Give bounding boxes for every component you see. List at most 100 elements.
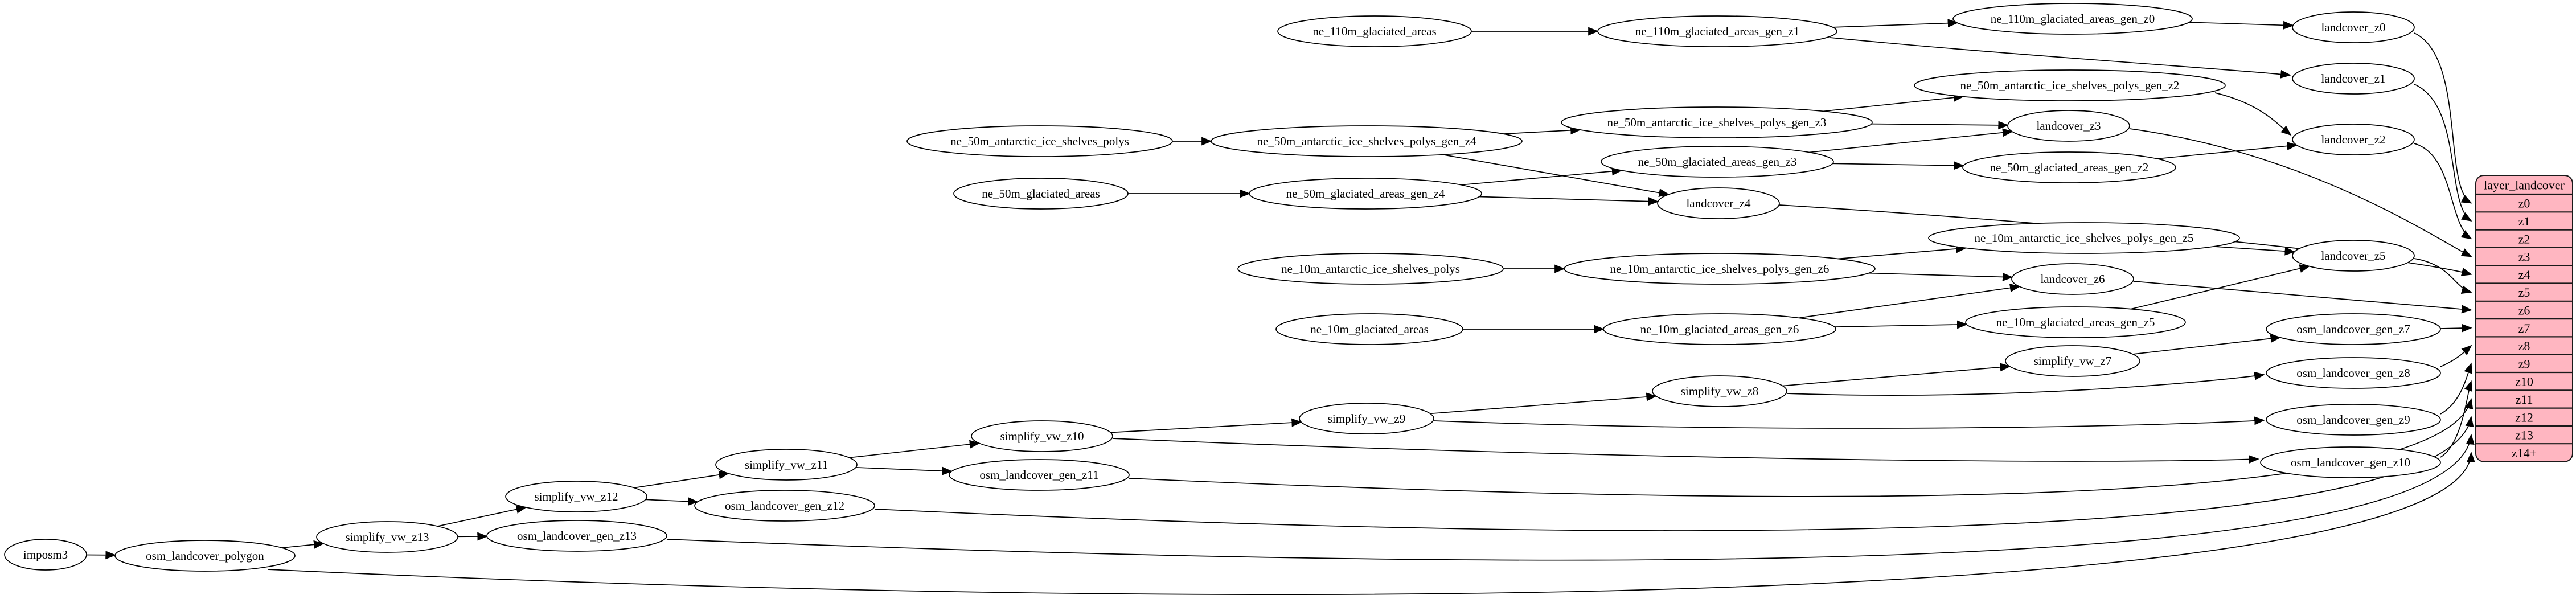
node-label-simplify_vw_z8: simplify_vw_z8 — [1681, 384, 1759, 398]
node-ellipse-simplify_vw_z11 — [715, 449, 858, 481]
node-osm_landcover_gen_z13: osm_landcover_gen_z13 — [486, 520, 667, 552]
node-osm_landcover_gen_z10: osm_landcover_gen_z10 — [2260, 446, 2441, 478]
node-ellipse-osm_landcover_polygon — [114, 540, 296, 572]
node-label-landcover_z3: landcover_z3 — [2036, 119, 2101, 133]
node-osm_landcover_gen_z11: osm_landcover_gen_z11 — [949, 459, 1130, 491]
node-label-imposm3: imposm3 — [23, 548, 68, 561]
node-ne_50m_glaciated_areas_gen_z2: ne_50m_glaciated_areas_gen_z2 — [1962, 151, 2176, 183]
node-label-ne_50m_antarctic_ice_shelves_polys: ne_50m_antarctic_ice_shelves_polys — [950, 134, 1129, 148]
edge-ne_10m_antarctic_ice_shelves_polys_gen_z6->ne_10m_antarctic_ice_shelves_polys_gen_z5 — [1837, 244, 1967, 260]
node-landcover_z0: landcover_z0 — [2292, 11, 2415, 43]
node-ellipse-ne_10m_antarctic_ice_shelves_polys_gen_z5 — [1928, 222, 2240, 254]
node-simplify_vw_z11: simplify_vw_z11 — [715, 449, 858, 481]
node-label-ne_10m_antarctic_ice_shelves_polys: ne_10m_antarctic_ice_shelves_polys — [1281, 262, 1460, 276]
node-osm_landcover_gen_z8: osm_landcover_gen_z8 — [2266, 357, 2441, 389]
node-ellipse-osm_landcover_gen_z13 — [486, 520, 667, 552]
node-ne_10m_antarctic_ice_shelves_polys_gen_z5: ne_10m_antarctic_ice_shelves_polys_gen_z… — [1928, 222, 2240, 254]
node-ellipse-ne_50m_antarctic_ice_shelves_polys — [906, 125, 1173, 157]
node-label-ne_50m_glaciated_areas: ne_50m_glaciated_areas — [982, 187, 1100, 200]
edge-simplify_vw_z10->simplify_vw_z9 — [1110, 418, 1303, 433]
node-ne_110m_glaciated_areas_gen_z0: ne_110m_glaciated_areas_gen_z0 — [1952, 3, 2193, 35]
edge-simplify_vw_z12->simplify_vw_z11 — [634, 470, 730, 489]
node-label-ne_10m_glaciated_areas_gen_z6: ne_10m_glaciated_areas_gen_z6 — [1640, 322, 1799, 336]
node-simplify_vw_z13: simplify_vw_z13 — [316, 521, 458, 553]
node-ne_10m_antarctic_ice_shelves_polys_gen_z6: ne_10m_antarctic_ice_shelves_polys_gen_z… — [1564, 253, 1876, 285]
table-row-z2: z2 — [2518, 232, 2530, 246]
table-row-z11: z11 — [2516, 392, 2533, 407]
edge-ne_50m_antarctic_ice_shelves_polys_gen_z4->ne_50m_antarctic_ice_shelves_polys_gen_z3 — [1503, 126, 1581, 135]
edge-osm_landcover_gen_z9->z9 — [2440, 362, 2472, 415]
node-label-ne_10m_antarctic_ice_shelves_polys_gen_z5: ne_10m_antarctic_ice_shelves_polys_gen_z… — [1975, 231, 2194, 245]
nodes-layer: ne_110m_glaciated_areas ne_110m_glaciated… — [4, 3, 2441, 572]
edge-osm_landcover_gen_z8->z8 — [2440, 345, 2472, 367]
edge-landcover_z1->z1 — [2414, 84, 2472, 222]
node-label-ne_50m_antarctic_ice_shelves_polys_gen_z2: ne_50m_antarctic_ice_shelves_polys_gen_z… — [1960, 79, 2180, 92]
edge-simplify_vw_z8->osm_landcover_gen_z8 — [1786, 371, 2265, 396]
edge-landcover_z2->z2 — [2414, 143, 2472, 240]
node-ellipse-landcover_z3 — [2007, 110, 2130, 142]
edge-ne_10m_glaciated_areas_gen_z5->landcover_z5 — [2131, 264, 2311, 310]
node-ellipse-landcover_z1 — [2292, 63, 2415, 95]
edge-ne_50m_antarctic_ice_shelves_polys_gen_z3->landcover_z3 — [1871, 121, 2009, 130]
node-label-ne_50m_glaciated_areas_gen_z4: ne_50m_glaciated_areas_gen_z4 — [1286, 187, 1445, 200]
edge-landcover_z3->z3 — [2129, 128, 2472, 257]
node-ellipse-simplify_vw_z8 — [1652, 375, 1787, 407]
node-ne_50m_antarctic_ice_shelves_polys_gen_z3: ne_50m_antarctic_ice_shelves_polys_gen_z… — [1561, 106, 1873, 138]
node-ellipse-osm_landcover_gen_z7 — [2266, 313, 2441, 345]
node-label-ne_50m_glaciated_areas_gen_z2: ne_50m_glaciated_areas_gen_z2 — [1990, 161, 2149, 174]
node-osm_landcover_gen_z12: osm_landcover_gen_z12 — [694, 490, 875, 522]
node-ne_50m_glaciated_areas: ne_50m_glaciated_areas — [953, 178, 1129, 210]
node-ellipse-landcover_z2 — [2292, 124, 2415, 155]
node-ne_10m_glaciated_areas: ne_10m_glaciated_areas — [1275, 313, 1463, 345]
node-ellipse-osm_landcover_gen_z8 — [2266, 357, 2441, 389]
node-ellipse-ne_10m_glaciated_areas_gen_z6 — [1603, 313, 1836, 345]
node-landcover_z2: landcover_z2 — [2292, 124, 2415, 155]
layer-landcover-table: layer_landcoverz0z1z2z3z4z5z6z7z8z9z10z1… — [2475, 175, 2573, 462]
edge-landcover_z5->z5 — [2414, 258, 2472, 294]
node-landcover_z4: landcover_z4 — [1657, 187, 1780, 219]
node-label-simplify_vw_z11: simplify_vw_z11 — [745, 458, 828, 471]
edge-ne_50m_glaciated_areas_gen_z4->landcover_z4 — [1479, 196, 1659, 206]
edge-simplify_vw_z7->osm_landcover_gen_z7 — [2132, 334, 2282, 355]
node-ellipse-ne_50m_antarctic_ice_shelves_polys_gen_z2 — [1914, 69, 2226, 101]
edge-ne_50m_antarctic_ice_shelves_polys_gen_z2->landcover_z2 — [2214, 92, 2292, 136]
node-label-simplify_vw_z9: simplify_vw_z9 — [1328, 412, 1406, 425]
node-ne_10m_antarctic_ice_shelves_polys: ne_10m_antarctic_ice_shelves_polys — [1237, 253, 1504, 285]
table-row-z14+: z14+ — [2512, 446, 2537, 460]
node-label-ne_50m_antarctic_ice_shelves_polys_gen_z3: ne_50m_antarctic_ice_shelves_polys_gen_z… — [1607, 116, 1827, 129]
node-ellipse-simplify_vw_z7 — [2005, 345, 2140, 377]
edge-ne_50m_glaciated_areas_gen_z3->ne_50m_glaciated_areas_gen_z2 — [1832, 161, 1965, 170]
edge-ne_50m_antarctic_ice_shelves_polys_gen_z3->ne_50m_antarctic_ice_shelves_polys_gen_z2 — [1823, 93, 1964, 112]
table-row-z10: z10 — [2515, 375, 2533, 389]
node-ellipse-simplify_vw_z12 — [505, 481, 647, 512]
node-label-osm_landcover_gen_z10: osm_landcover_gen_z10 — [2291, 456, 2410, 469]
table-row-z5: z5 — [2518, 285, 2530, 300]
node-ellipse-landcover_z4 — [1657, 187, 1780, 219]
edge-simplify_vw_z10->osm_landcover_gen_z10 — [1112, 438, 2259, 464]
edge-landcover_z6->z6 — [2133, 281, 2472, 314]
node-label-osm_landcover_gen_z13: osm_landcover_gen_z13 — [517, 529, 637, 543]
node-label-simplify_vw_z7: simplify_vw_z7 — [2034, 354, 2112, 368]
node-ellipse-osm_landcover_gen_z11 — [949, 459, 1130, 491]
node-label-landcover_z1: landcover_z1 — [2321, 72, 2385, 85]
edge-osm_landcover_gen_z13->z13 — [666, 433, 2475, 561]
node-ellipse-simplify_vw_z9 — [1299, 403, 1434, 434]
node-label-ne_50m_antarctic_ice_shelves_polys_gen_z4: ne_50m_antarctic_ice_shelves_polys_gen_z… — [1257, 134, 1476, 148]
node-label-landcover_z2: landcover_z2 — [2321, 133, 2385, 146]
node-label-osm_landcover_gen_z11: osm_landcover_gen_z11 — [979, 468, 1098, 482]
node-landcover_z5: landcover_z5 — [2292, 240, 2415, 272]
node-label-osm_landcover_gen_z7: osm_landcover_gen_z7 — [2296, 322, 2410, 336]
node-ellipse-simplify_vw_z10 — [971, 420, 1113, 452]
node-label-osm_landcover_gen_z9: osm_landcover_gen_z9 — [2296, 413, 2410, 427]
edge-simplify_vw_z9->simplify_vw_z8 — [1430, 392, 1658, 415]
node-ellipse-ne_10m_antarctic_ice_shelves_polys_gen_z6 — [1564, 253, 1876, 285]
node-label-osm_landcover_gen_z8: osm_landcover_gen_z8 — [2296, 366, 2410, 380]
layer-landcover-table-title: layer_landcover — [2484, 178, 2565, 192]
node-label-ne_110m_glaciated_areas_gen_z1: ne_110m_glaciated_areas_gen_z1 — [1635, 24, 1799, 38]
edge-landcover_z0->z0 — [2414, 32, 2472, 204]
node-label-ne_10m_glaciated_areas: ne_10m_glaciated_areas — [1310, 322, 1429, 336]
table-row-z13: z13 — [2515, 428, 2533, 442]
node-ne_110m_glaciated_areas: ne_110m_glaciated_areas — [1277, 15, 1472, 47]
node-ellipse-landcover_z5 — [2292, 240, 2415, 272]
edge-ne_10m_glaciated_areas_gen_z6->ne_10m_glaciated_areas_gen_z5 — [1834, 320, 1968, 329]
